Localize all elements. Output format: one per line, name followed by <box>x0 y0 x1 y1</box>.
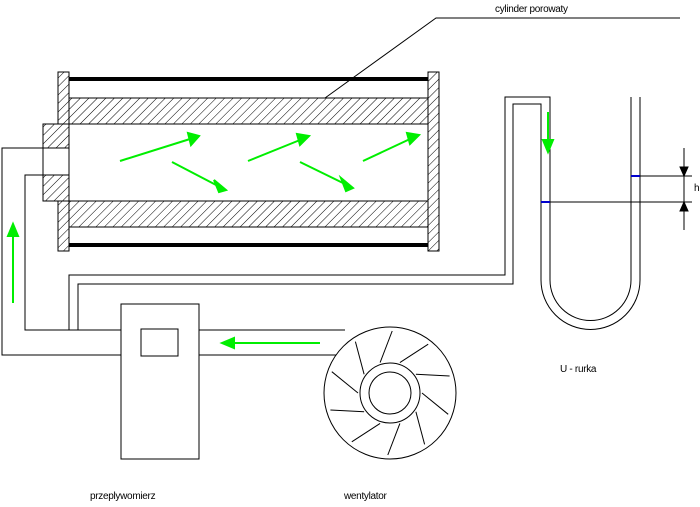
fan-blade <box>421 392 449 415</box>
flow-arrow <box>247 139 301 162</box>
fan-blade <box>331 371 359 394</box>
inlet-pipe <box>1 147 121 356</box>
height-dimension <box>550 148 692 230</box>
flow-arrow <box>299 161 346 185</box>
fan-blade <box>415 373 450 377</box>
cylinder-leader-line <box>324 17 680 99</box>
u-tube-label: U - rurka <box>560 364 597 375</box>
flowmeter <box>120 303 200 460</box>
u-tube <box>540 97 641 330</box>
fan-blade <box>399 343 429 364</box>
right-flange <box>427 71 440 252</box>
fan-blade <box>387 423 401 456</box>
fan-outlet-pipe <box>199 329 345 356</box>
flowmeter-label: przeplywomierz <box>90 491 156 502</box>
fan-blade <box>351 422 381 443</box>
pressure-line <box>68 96 551 330</box>
fan <box>323 326 457 460</box>
fan-blade <box>379 330 393 363</box>
porous-wall-bottom <box>68 200 429 228</box>
flowmeter-display <box>140 328 179 357</box>
flow-arrow <box>171 161 219 187</box>
cylinder-label: cylinder porowaty <box>495 4 568 15</box>
fan-hub <box>359 362 421 424</box>
porous-wall-top <box>68 97 429 125</box>
flow-arrow <box>119 138 191 162</box>
flow-arrow <box>362 138 411 162</box>
flow-arrows <box>6 112 555 350</box>
porous-cylinder <box>42 71 440 252</box>
fan-label: wentylator <box>343 491 388 502</box>
fan-blade <box>330 409 365 413</box>
height-label: h <box>694 183 699 194</box>
fan-blade <box>354 341 365 375</box>
fan-blade <box>415 411 426 445</box>
